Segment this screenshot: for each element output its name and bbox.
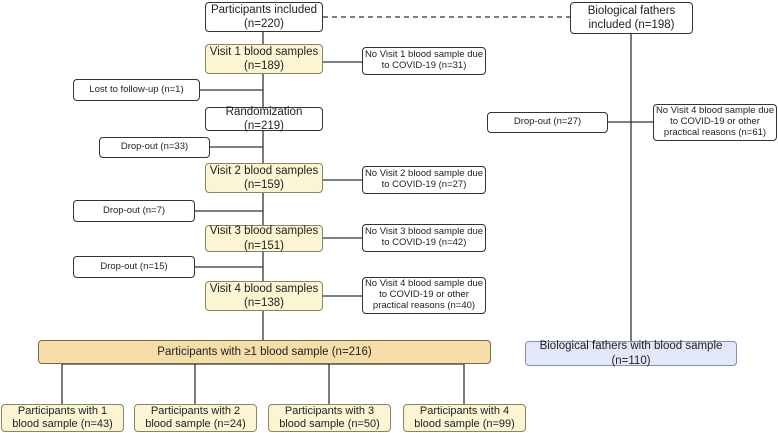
box-line: Visit 4 blood samples <box>209 282 319 295</box>
box-line: Drop-out (n=33) <box>120 141 189 153</box>
box-line: Participants with 3 <box>284 404 375 417</box>
box-line: Biological fathers <box>587 4 676 17</box>
box-line: (n=220) <box>244 18 284 30</box>
fathers-with-sample-box: Biological fathers with blood sample (n=… <box>525 340 737 367</box>
box-line: Participants with 1 <box>17 404 108 417</box>
participants-included-box: Participants included (n=220) <box>205 2 323 32</box>
box-line: blood sample (n=99) <box>414 418 515 430</box>
participants-ge1-box: Participants with ≥1 blood sample (n=216… <box>38 340 491 364</box>
box-line: (n=138) <box>244 297 284 309</box>
box-line: No Visit 4 blood sample due <box>364 278 484 290</box>
box-line: to COVID-19 (n=42) <box>381 237 467 248</box>
box-line: (n=189) <box>244 60 284 72</box>
box-line: Participants with 2 <box>150 404 241 417</box>
visit4-box: Visit 4 blood samples (n=138) <box>205 281 323 311</box>
visit1-box: Visit 1 blood samples (n=189) <box>205 44 323 74</box>
lost-followup-box: Lost to follow-up (n=1) <box>73 79 200 101</box>
box-line: Biological fathers with blood sample (n=… <box>539 340 723 367</box>
box-line: No Visit 1 blood sample due <box>364 49 484 61</box>
no-visit1-box: No Visit 1 blood sample due to COVID-19 … <box>362 47 486 75</box>
father-dropout-box: Drop-out (n=27) <box>487 112 608 133</box>
fathers-included-box: Biological fathers included (n=198) <box>570 2 693 34</box>
with4-box: Participants with 4 blood sample (n=99) <box>403 404 526 432</box>
randomization-box: Randomization (n=219) <box>205 105 323 132</box>
box-line: Drop-out (n=7) <box>102 204 166 216</box>
box-line: Visit 1 blood samples <box>209 45 319 58</box>
with1-box: Participants with 1 blood sample (n=43) <box>1 404 124 432</box>
box-line: Visit 3 blood samples <box>209 225 319 238</box>
box-line: Participants with 4 <box>419 404 510 417</box>
box-line: Randomization (n=219) <box>225 105 303 132</box>
father-no-visit4-box: No Visit 4 blood sample due to COVID-19 … <box>653 104 777 141</box>
box-line: practical reasons (n=40) <box>372 299 476 311</box>
dropout3-box: Drop-out (n=15) <box>73 256 195 278</box>
box-line: blood sample (n=43) <box>12 418 113 430</box>
no-visit4-box: No Visit 4 blood sample due to COVID-19 … <box>362 277 486 314</box>
box-line: to COVID-19 (n=27) <box>381 179 467 190</box>
box-line: Drop-out (n=15) <box>100 260 168 272</box>
no-visit2-box: No Visit 2 blood sample due to COVID-19 … <box>362 166 486 194</box>
box-line: (n=159) <box>244 179 284 191</box>
with3-box: Participants with 3 blood sample (n=50) <box>268 404 391 432</box>
box-line: to COVID-19 (n=31) <box>381 60 467 71</box>
box-line: Visit 2 blood samples <box>209 164 319 177</box>
no-visit3-box: No Visit 3 blood sample due to COVID-19 … <box>362 224 486 252</box>
box-line: (n=151) <box>244 239 284 252</box>
box-line: to COVID-19 or other <box>670 116 760 128</box>
box-line: included (n=198) <box>588 19 675 31</box>
visit2-box: Visit 2 blood samples (n=159) <box>205 163 323 193</box>
box-line: to COVID-19 or other <box>379 289 469 301</box>
box-line: Participants with ≥1 blood sample (n=216… <box>157 345 372 358</box>
box-line: Lost to follow-up (n=1) <box>89 83 184 95</box>
dropout2-box: Drop-out (n=7) <box>73 200 195 222</box>
visit3-box: Visit 3 blood samples (n=151) <box>205 225 323 252</box>
box-line: blood sample (n=50) <box>279 418 380 430</box>
with2-box: Participants with 2 blood sample (n=24) <box>134 404 257 432</box>
box-line: No Visit 3 blood sample due <box>364 226 484 238</box>
box-line: practical reasons (n=61) <box>663 126 767 138</box>
box-line: Drop-out (n=27) <box>513 116 582 128</box>
box-line: blood sample (n=24) <box>145 418 246 430</box>
dropout1-box: Drop-out (n=33) <box>99 137 210 158</box>
box-line: No Visit 4 blood sample due <box>655 105 775 117</box>
box-line: No Visit 2 blood sample due <box>364 168 484 180</box>
box-line: Participants included <box>210 3 318 16</box>
